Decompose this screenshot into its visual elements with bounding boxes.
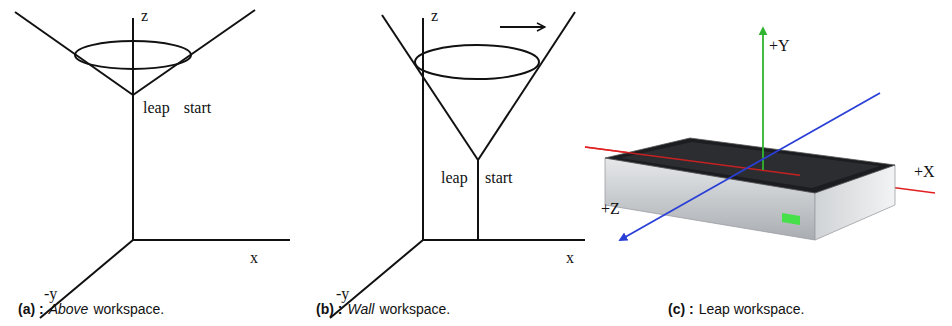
caption-text: Above [49, 302, 89, 316]
axis-label: +Y [769, 38, 790, 54]
leap-device-figure [585, 28, 935, 240]
caption-text: Wall [347, 302, 374, 316]
start-label: start [485, 170, 513, 186]
above-workspace-figure [15, 10, 290, 318]
axis-label: x [566, 250, 574, 266]
axis-label: -y [336, 286, 349, 302]
axis-label: +Z [601, 201, 620, 217]
wall-workspace-figure [330, 12, 585, 318]
start-label: leap [441, 170, 468, 186]
caption-tag: (b) : [316, 302, 342, 316]
axis-label: +X [914, 164, 935, 180]
caption-tag: (a) : [18, 302, 44, 316]
axis-label: x [250, 250, 258, 266]
axis-label: z [431, 8, 438, 24]
axis-label: z [141, 8, 148, 24]
caption-text: workspace. [93, 302, 164, 316]
caption-tag: (c) : [668, 302, 694, 316]
axis-label: -y [44, 286, 57, 302]
caption-text: workspace. [379, 302, 450, 316]
caption-text: Leap workspace. [699, 302, 805, 316]
start-label: leap start [143, 100, 211, 116]
